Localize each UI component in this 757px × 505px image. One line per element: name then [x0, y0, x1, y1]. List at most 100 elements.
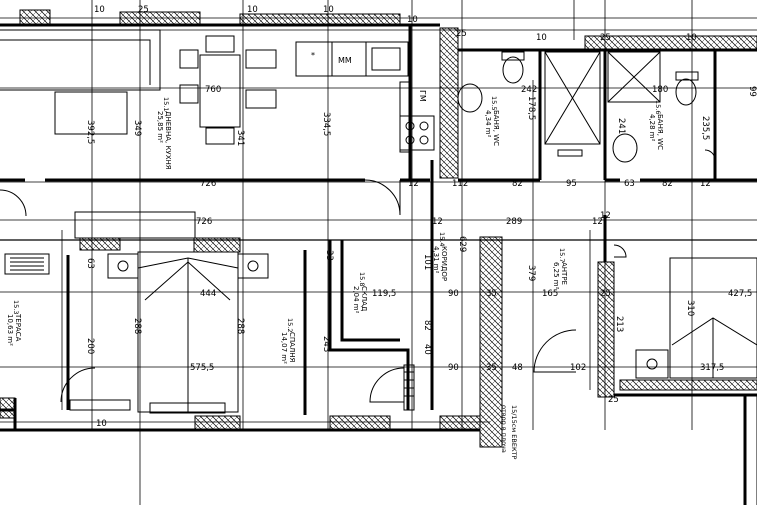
dim-text: 12: [408, 179, 419, 189]
wardrobe: [74, 211, 196, 239]
room-area: 4,31 m²: [432, 246, 440, 274]
room-code: 15.6: [654, 100, 662, 114]
dim-text: 12: [700, 179, 711, 189]
dim-text: 427,5: [728, 289, 752, 299]
door-swing: [704, 149, 716, 161]
dim-text: 10: [96, 419, 107, 429]
dim-text: 235,5: [700, 116, 710, 140]
wall-segment: [329, 415, 391, 431]
room-code: 15.2: [286, 318, 294, 332]
nightstand: [107, 253, 139, 279]
door-swing: [613, 244, 627, 258]
dim-text: 242: [521, 85, 537, 95]
dim-text: 334,5: [321, 112, 331, 136]
nightstand: [237, 253, 269, 279]
washbasin: [612, 133, 638, 163]
dim-text: 25: [608, 395, 619, 405]
washer-label: ММ: [338, 56, 352, 65]
room-labels: 15.1 ДНЕВНА, КУХНЯ 25,85 m² 15.2 СПАЛНЯ …: [6, 96, 664, 364]
dim-text: 310: [685, 300, 695, 316]
walls: [0, 9, 757, 505]
dim-text: 35: [486, 363, 497, 373]
stove-label: ГМ: [418, 90, 427, 102]
dim-text: 200: [85, 338, 95, 354]
dim-text: 288: [132, 318, 142, 334]
dim-text: 25: [138, 5, 149, 15]
dim-text: 165: [542, 289, 558, 299]
room-area: 6,25 m²: [552, 262, 560, 290]
dim-text: 726: [200, 179, 216, 189]
wall-segment: [619, 379, 757, 391]
dim-text: 102: [570, 363, 586, 373]
dim-text: 12: [432, 217, 443, 227]
room-name: БАНЯ, WC: [492, 110, 500, 146]
dim-text: 349: [132, 120, 142, 136]
room-code: 15.3: [12, 300, 20, 314]
dim-text: 112: [452, 179, 468, 189]
dim-text: 63: [85, 258, 95, 269]
dim-text: 241: [616, 118, 626, 134]
dim-text: 25: [456, 29, 467, 39]
room-name: СКЛАД: [360, 286, 368, 312]
room-area: 25,85 m²: [156, 111, 164, 143]
room-name: КОРИДОР: [440, 246, 448, 281]
dim-text: 101: [422, 254, 432, 270]
dim-text: 10: [536, 33, 547, 43]
dim-text: 35: [486, 289, 497, 299]
room-code: 15.4: [438, 232, 446, 246]
door-swing: [533, 329, 577, 373]
shower: [544, 51, 601, 145]
dim-text: 90: [448, 363, 459, 373]
room-area: 4,28 m²: [648, 114, 656, 142]
kitchen-sink: [365, 41, 409, 77]
coffee-table: [54, 91, 128, 135]
dim-text: 25: [600, 289, 611, 299]
dining-table: [199, 54, 241, 128]
room-code: 15.5: [490, 96, 498, 110]
dim-text: 180: [652, 85, 668, 95]
dim-text: 25: [600, 33, 611, 43]
washbasin: [457, 83, 483, 113]
dim-text: 629: [457, 236, 467, 252]
room-code: 15.1: [162, 97, 170, 111]
dim-text: 63: [624, 179, 635, 189]
dim-text: 726: [196, 217, 212, 227]
door-swing: [60, 367, 96, 403]
room-area: 14,07 m²: [280, 332, 288, 364]
door-swing: [369, 367, 405, 403]
wall-segment: [19, 9, 51, 25]
dim-text: 178,5: [526, 96, 536, 120]
stove: [399, 115, 435, 151]
dim-text: 243: [321, 336, 331, 352]
dim-text: 119,5: [372, 289, 396, 299]
dim-text: 288: [235, 318, 245, 334]
room-area: 10,63 m²: [6, 314, 14, 346]
dim-text: 575,5: [190, 363, 214, 373]
dim-text: 10: [407, 15, 418, 25]
wall-segment: [479, 236, 503, 448]
ac-unit: [4, 253, 50, 275]
toilet: [502, 56, 524, 84]
room-area: 2,04 m²: [352, 286, 360, 314]
door-swing: [0, 189, 27, 217]
shaft-note: отвор в плоча: [500, 405, 508, 453]
dim-text: 317,5: [700, 363, 724, 373]
dim-text: 40: [422, 344, 432, 355]
room-name: АНТРЕ: [560, 262, 568, 285]
dim-text: 48: [512, 363, 523, 373]
electrical-note: 15/15см ЕВЕКТР: [510, 405, 518, 460]
dim-text: 10: [94, 5, 105, 15]
wall-segment: [597, 261, 615, 398]
dim-text: 289: [506, 217, 522, 227]
dim-text: 33: [324, 250, 334, 261]
dim-text: 379: [526, 265, 536, 281]
dim-text: 12: [592, 217, 603, 227]
fridge-mark: *: [311, 51, 315, 60]
dim-text: 10: [686, 33, 697, 43]
dim-text: 10: [323, 5, 334, 15]
doors: [0, 149, 716, 403]
dim-text: 392,5: [85, 120, 95, 144]
dim-text: 341: [235, 130, 245, 146]
